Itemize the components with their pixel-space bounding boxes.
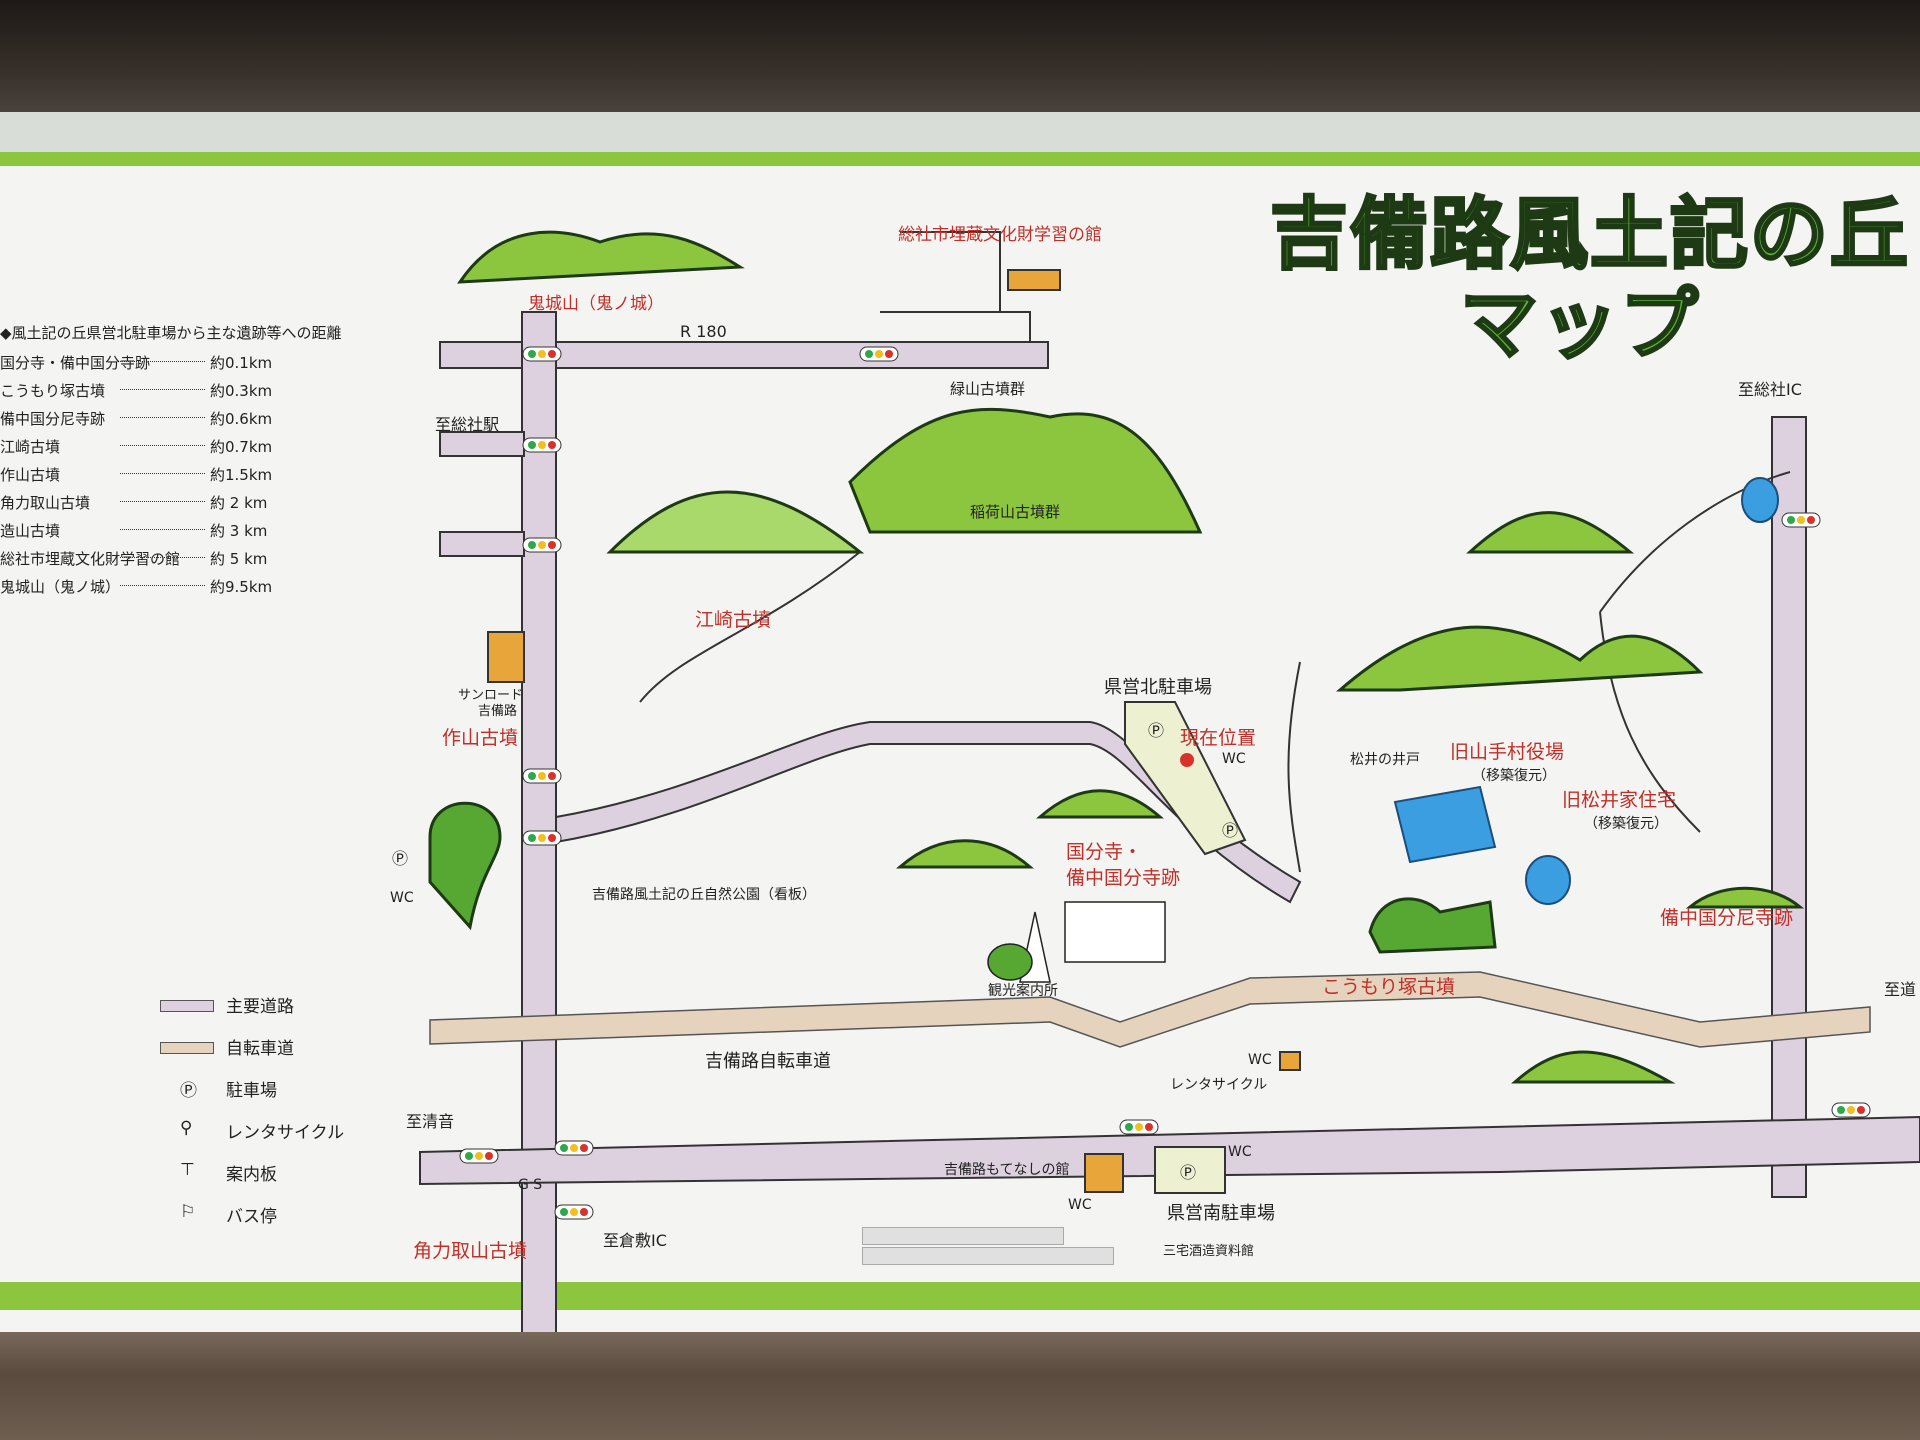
parking-icon: Ⓟ — [180, 1081, 197, 1101]
label-koumori: こうもり塚古墳 — [1322, 976, 1455, 998]
pond-1 — [1393, 785, 1497, 864]
map-subtitle: マップ — [1458, 279, 1701, 372]
label-wc-north: WC — [1222, 751, 1246, 767]
label-ezaki: 江崎古墳 — [695, 609, 771, 631]
label-tsukuriyama: 作山古墳 — [442, 727, 518, 749]
label-kita-parking: 県営北駐車場 — [1104, 677, 1212, 698]
pond-2 — [1525, 855, 1571, 905]
facility-motenashi — [1084, 1153, 1124, 1193]
label-sumotori: 角力取山古墳 — [413, 1240, 527, 1262]
label-miyake: 三宅酒造資料館 — [1163, 1244, 1254, 1259]
parking-markers: Ⓟ Ⓟ Ⓟ Ⓟ — [392, 721, 1238, 1182]
label-wc-rental: WC — [1248, 1052, 1272, 1068]
parking-icon: Ⓟ — [1148, 721, 1164, 740]
label-kanko: 観光案内所 — [988, 982, 1058, 999]
label-kinojo: 鬼城山（鬼ノ城） — [528, 294, 664, 314]
label-genzaichi: 現在位置 — [1180, 727, 1256, 749]
hill-east-1 — [1466, 511, 1635, 554]
black-labels: R 180 至総社駅 緑山古墳群 稲荷山古墳群 サンロード 吉備路 県営北駐車場… — [390, 322, 1916, 1259]
label-inariyama: 稲荷山古墳群 — [970, 503, 1060, 521]
ponds — [1393, 477, 1779, 905]
parking-icon: Ⓟ — [1222, 821, 1238, 840]
tsukuriyama-mound — [428, 801, 502, 931]
top-stripe — [0, 112, 1920, 166]
label-edge-right: 至道 — [1884, 980, 1916, 999]
parking-south — [1154, 1146, 1226, 1194]
label-midoriyama: 緑山古墳群 — [950, 380, 1025, 398]
bicycle-icon: ⚲ — [180, 1118, 193, 1138]
bicycle-road — [429, 971, 1871, 1048]
label-wc-west: WC — [390, 890, 414, 906]
traffic-lights — [459, 346, 1871, 1220]
label-wc-motenashi: WC — [1068, 1197, 1092, 1213]
label-sunroad-1: サンロード — [458, 688, 523, 703]
pond-3 — [1741, 477, 1779, 523]
wooden-frame-bottom — [0, 1330, 1920, 1440]
label-minami-parking: 県営南駐車場 — [1167, 1203, 1275, 1224]
red-labels: 鬼城山（鬼ノ城） 総社市埋蔵文化財学習の館 江崎古墳 作山古墳 現在位置 旧山手… — [413, 225, 1793, 1262]
map-title: 吉備路風土記の丘 — [1268, 189, 1911, 282]
facilities — [487, 269, 1301, 1193]
road-east-vertical — [1771, 416, 1807, 1198]
facility-gakushu — [1007, 269, 1061, 291]
road-west-2 — [439, 531, 525, 557]
parking-north — [1124, 701, 1247, 856]
label-rental: レンタサイクル — [1170, 1077, 1267, 1093]
parking-icon: Ⓟ — [392, 849, 408, 868]
koumori-mound — [1368, 897, 1497, 954]
label-yamate-sub: （移築復元） — [1472, 767, 1556, 784]
main-roads — [419, 311, 1920, 1332]
facility-rental — [1279, 1051, 1301, 1071]
tape-patch — [862, 1227, 1064, 1245]
pagoda-icon — [987, 901, 1166, 983]
label-gakushu: 総社市埋蔵文化財学習の館 — [898, 225, 1102, 245]
map-board: 吉備路風土記の丘 マップ ◆風土記の丘県営北駐車場から主な遺跡等への距離 国分寺… — [0, 112, 1920, 1332]
label-wc-south: WC — [1228, 1144, 1252, 1160]
label-kurashiki: 至倉敷IC — [603, 1231, 667, 1250]
label-sunroad-2: 吉備路 — [478, 703, 517, 719]
label-kokubunji-2: 備中国分寺跡 — [1066, 867, 1180, 889]
label-matsui-well: 松井の井戸 — [1350, 752, 1420, 768]
label-kokubunji-1: 国分寺・ — [1066, 841, 1142, 863]
label-motenashi: 吉備路もてなしの館 — [944, 1161, 1069, 1178]
label-bike-road: 吉備路自転車道 — [705, 1051, 831, 1072]
label-kiyone: 至清音 — [406, 1112, 454, 1131]
hills — [428, 230, 1805, 1084]
facility-sunroad — [487, 631, 525, 683]
label-gs: G S — [518, 1177, 542, 1193]
label-amadera: 備中国分尼寺跡 — [1660, 907, 1793, 929]
parking-icon: Ⓟ — [1180, 1163, 1196, 1182]
label-yamate: 旧山手村役場 — [1450, 741, 1564, 763]
hill-left — [606, 490, 865, 554]
label-park: 吉備路風土記の丘自然公園（看板） — [592, 886, 816, 903]
current-location-dot — [1180, 753, 1194, 767]
label-soja-station: 至総社駅 — [435, 415, 499, 434]
parking-lots — [1124, 701, 1247, 1194]
hill-midoriyama — [848, 407, 1203, 534]
label-matsui-house: 旧松井家住宅 — [1562, 789, 1676, 811]
road-west-1 — [439, 431, 525, 457]
distance-heading: ◆風土記の丘県営北駐車場から主な遺跡等への距離 — [0, 324, 342, 342]
wooden-frame-top — [0, 0, 1920, 112]
hill-kinojo — [457, 230, 745, 284]
tape-patch — [862, 1247, 1114, 1265]
road-central — [555, 721, 1302, 904]
bottom-stripe — [0, 1282, 1920, 1310]
label-soja-ic: 至総社IC — [1738, 380, 1802, 399]
label-r180: R 180 — [680, 322, 727, 341]
map-drawing: 鬼城山（鬼ノ城） 総社市埋蔵文化財学習の館 江崎古墳 作山古墳 現在位置 旧山手… — [390, 225, 1920, 1332]
hill-small-4 — [1685, 886, 1805, 909]
signboard-icon: ⊤ — [180, 1160, 195, 1180]
hill-small-3 — [1511, 1050, 1676, 1084]
bus-stop-icon: ⚐ — [180, 1202, 196, 1222]
hill-east-2 — [1335, 625, 1704, 692]
hill-small-2 — [896, 839, 1034, 869]
label-matsui-sub: （移築復元） — [1584, 815, 1668, 832]
hill-small-1 — [1036, 789, 1164, 819]
